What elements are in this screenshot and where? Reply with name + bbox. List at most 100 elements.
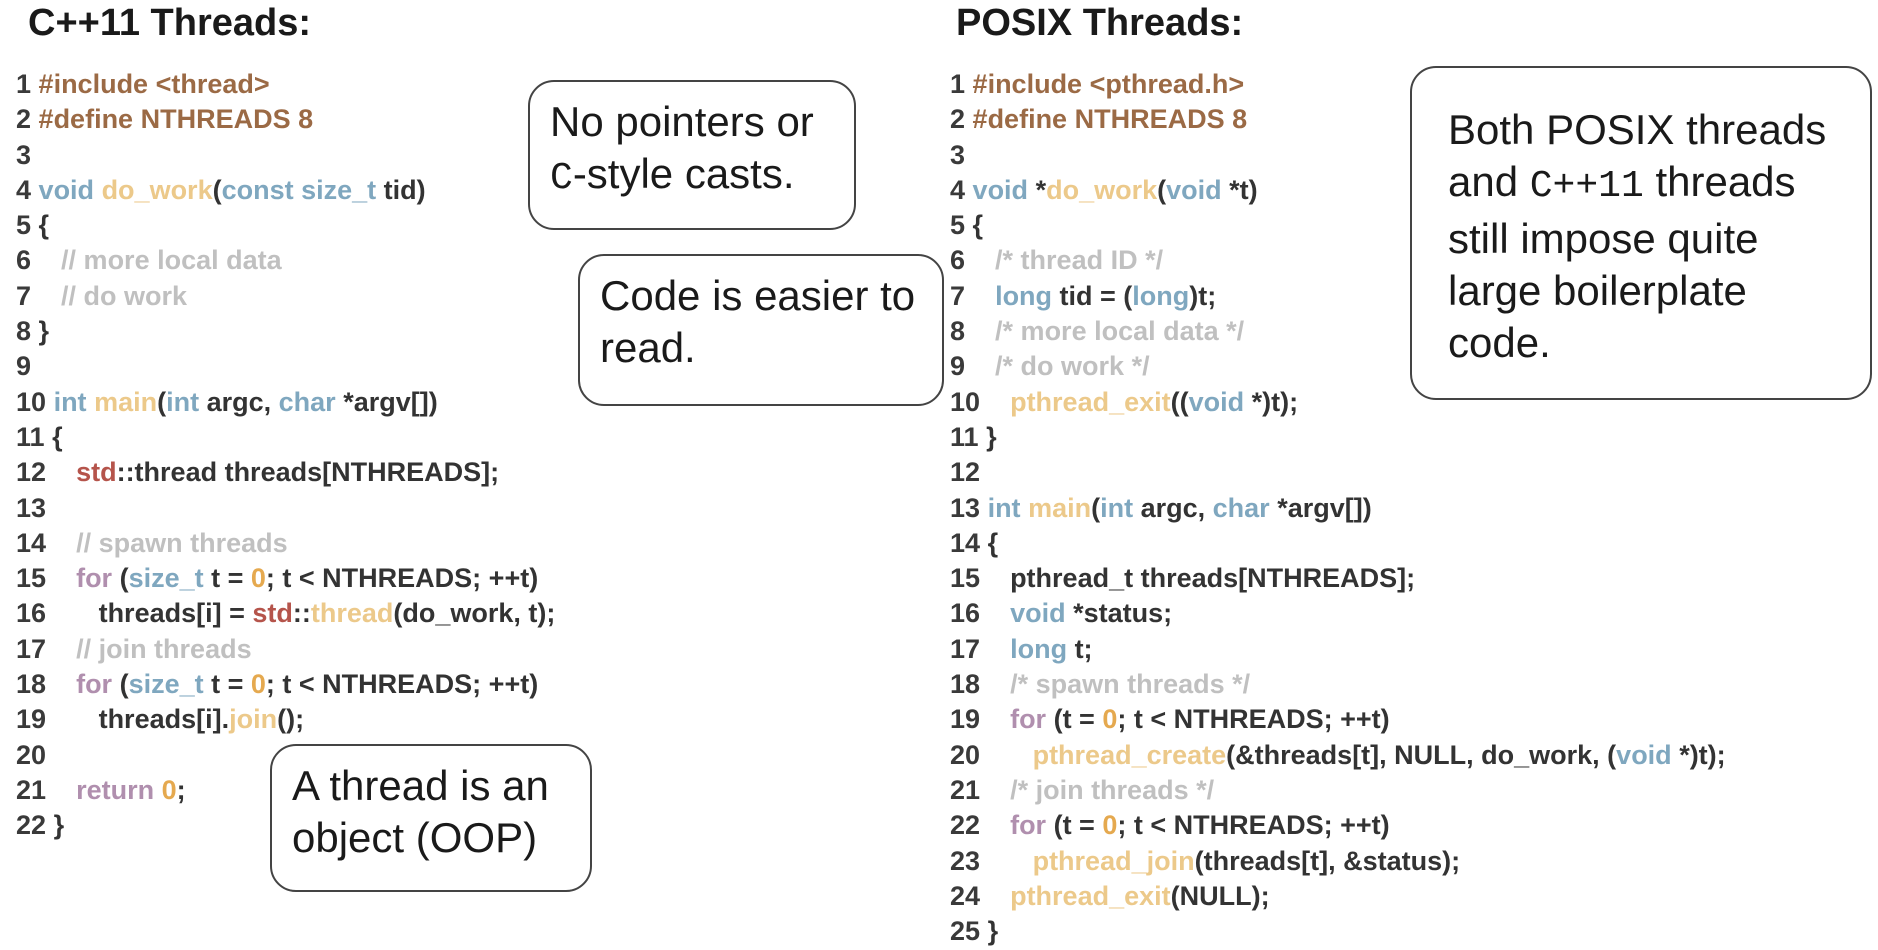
code-line: 8 /* more local data */	[950, 314, 1726, 349]
code-token: {	[972, 210, 984, 241]
spacer	[46, 669, 54, 699]
code-token: (	[1091, 492, 1101, 523]
code-line: 5 {	[950, 208, 1726, 243]
spacer	[965, 351, 973, 381]
code-token: join	[229, 704, 278, 735]
spacer	[31, 104, 39, 134]
spacer	[45, 422, 53, 452]
spacer	[980, 916, 988, 946]
line-number: 22	[950, 810, 981, 841]
spacer	[31, 69, 39, 99]
code-line: 9	[16, 349, 555, 384]
spacer	[31, 316, 39, 346]
line-number: 11	[950, 421, 979, 452]
code-token: t =	[211, 563, 251, 594]
code-token	[988, 634, 1011, 664]
spacer	[46, 563, 54, 593]
line-number: 5	[16, 210, 32, 241]
code-token: #include <thread>	[38, 69, 270, 99]
code-token	[988, 740, 1033, 770]
code-line: 7 long tid = (long)t;	[950, 279, 1726, 314]
code-token: }	[987, 916, 999, 947]
code-token	[988, 810, 1011, 840]
line-number: 7	[950, 280, 966, 311]
code-line: 5 {	[16, 208, 555, 243]
code-token: *	[1035, 174, 1047, 205]
spacer	[980, 846, 988, 876]
code-token: ::thread threads[NTHREADS];	[116, 457, 500, 488]
spacer	[980, 881, 988, 911]
callout-easier-to-read: Code is easier to read.	[578, 254, 944, 406]
spacer	[31, 281, 39, 311]
code-token: void	[1010, 598, 1074, 629]
code-line: 23 pthread_join(threads[t], &status);	[950, 844, 1726, 879]
posix-code-listing: 1 #include <pthread.h>2 #define NTHREADS…	[950, 67, 1726, 949]
code-token: pthread_exit	[1010, 880, 1171, 911]
callout-code: C	[550, 157, 573, 200]
spacer	[980, 528, 988, 558]
code-line: 1 #include <pthread.h>	[950, 67, 1726, 102]
code-token: 0	[161, 774, 177, 805]
line-number: 13	[16, 492, 47, 523]
spacer	[965, 281, 973, 311]
line-number: 1	[16, 69, 32, 99]
code-line: 14 {	[950, 526, 1726, 561]
code-line: 22 for (t = 0; t < NTHREADS; ++t)	[950, 808, 1726, 843]
code-token: thread	[310, 598, 394, 629]
spacer	[46, 528, 54, 558]
code-token: *argv[])	[1277, 492, 1372, 523]
code-token: pthread_t threads[NTHREADS];	[987, 563, 1416, 594]
code-token: // spawn threads	[53, 527, 288, 558]
spacer	[980, 810, 988, 840]
code-token: (threads[t], &status);	[1194, 845, 1461, 876]
line-number: 10	[16, 386, 47, 417]
spacer	[965, 69, 973, 99]
code-token: {	[52, 421, 63, 452]
spacer	[31, 245, 39, 275]
code-token: {	[987, 527, 999, 558]
spacer	[980, 387, 988, 417]
code-token: ::	[292, 598, 311, 629]
code-line: 4 void *do_work(void *t)	[950, 173, 1726, 208]
code-token: (do_work, t);	[393, 598, 556, 629]
spacer	[46, 387, 54, 417]
code-token: int	[1100, 492, 1141, 523]
code-token: 0	[250, 563, 266, 594]
code-token: char	[278, 386, 344, 417]
code-line: 8 }	[16, 314, 555, 349]
spacer	[965, 140, 973, 170]
code-line: 13 int main(int argc, char *argv[])	[950, 491, 1726, 526]
code-token: void	[1616, 739, 1680, 770]
spacer	[46, 634, 54, 664]
code-line: 4 void do_work(const size_t tid)	[16, 173, 555, 208]
spacer	[965, 175, 973, 205]
code-line: 10 int main(int argc, char *argv[])	[16, 385, 555, 420]
code-token: )t;	[1189, 280, 1217, 311]
line-number: 6	[950, 245, 966, 276]
code-token: ((	[1170, 386, 1189, 417]
line-number: 12	[950, 457, 981, 488]
code-token: for	[76, 669, 120, 700]
code-line: 6 // more local data	[16, 243, 555, 278]
spacer	[980, 563, 988, 593]
spacer	[46, 598, 54, 628]
code-line: 21 /* join threads */	[950, 773, 1726, 808]
code-token: // join threads	[53, 633, 252, 664]
code-token: threads[i].	[53, 704, 230, 735]
code-line: 12	[950, 455, 1726, 490]
line-number: 21	[16, 774, 47, 805]
code-line: 17 long t;	[950, 632, 1726, 667]
code-token: ; t < NTHREADS; ++t)	[265, 563, 539, 594]
code-line: 19 threads[i].join();	[16, 702, 555, 737]
code-token: ;	[176, 774, 186, 805]
spacer	[980, 704, 988, 734]
code-token: (	[119, 563, 129, 594]
spacer	[31, 210, 39, 240]
line-number: 1	[950, 69, 966, 99]
code-token: long	[1132, 280, 1190, 311]
code-token: do_work	[1046, 174, 1158, 205]
callout-code: C++11	[1529, 165, 1644, 208]
code-token: ; t < NTHREADS; ++t)	[1117, 704, 1390, 735]
code-token: pthread_create	[1032, 739, 1227, 770]
